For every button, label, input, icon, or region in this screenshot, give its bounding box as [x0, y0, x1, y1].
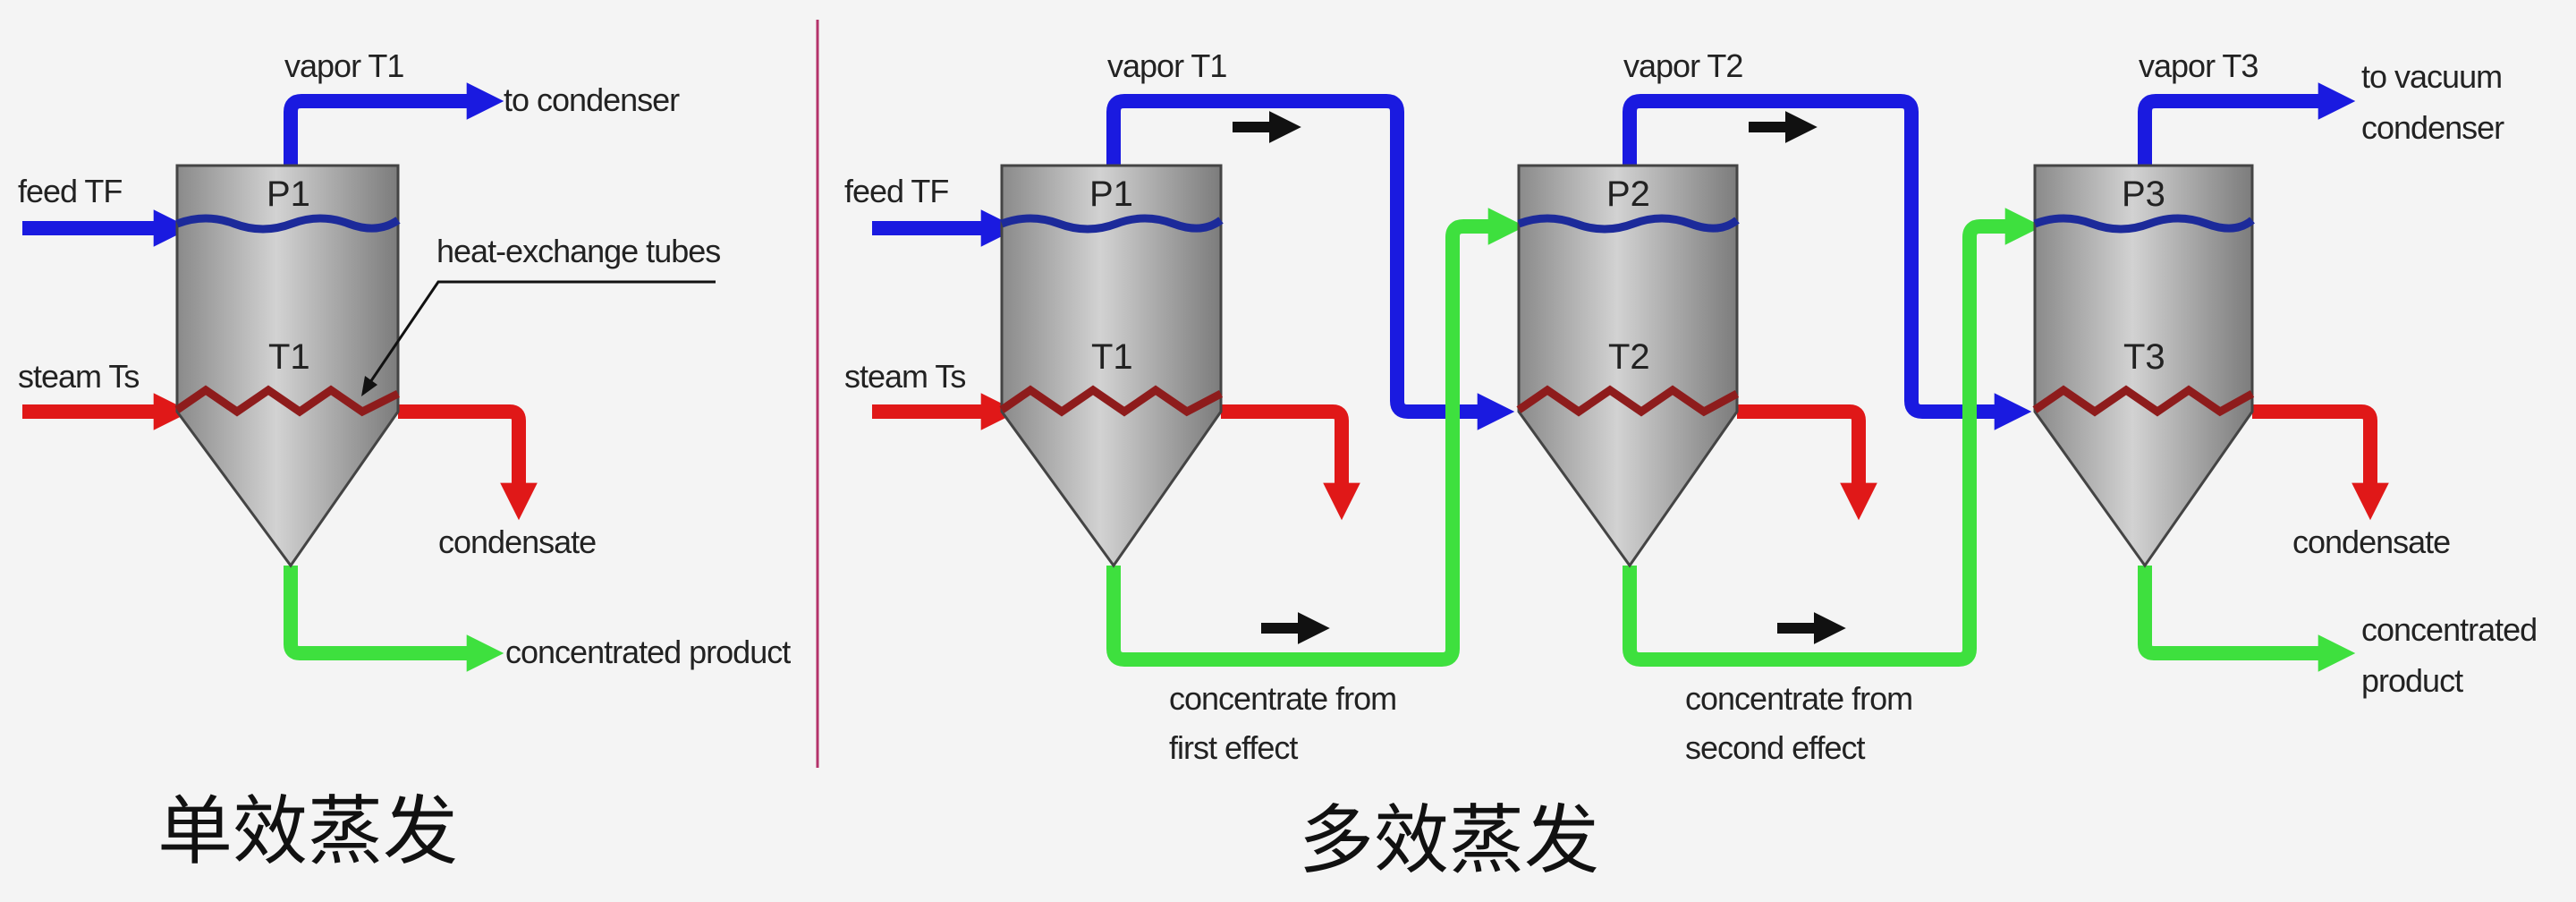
multi-condensate-label: condensate: [2292, 523, 2450, 560]
effect-1-pressure-label: P1: [1089, 174, 1133, 214]
multi-effect-evaporator: vapor T1 vapor T2 vapor T3 to vacuum con…: [844, 47, 2538, 766]
final-product-label-line1: concentrated: [2361, 611, 2537, 648]
heat-exchange-tubes: [174, 385, 401, 417]
product-outlet-pipe: [284, 566, 504, 672]
condensate-outlet-pipe: [398, 404, 538, 521]
condensate-3-pipe: [2252, 404, 2389, 521]
single-steam-label: steam Ts: [18, 358, 139, 395]
tubes-callout-line: [367, 280, 716, 386]
vapor-1-transfer-pipe: [1106, 94, 1515, 430]
effect-3-vapor-label: vapor T3: [2139, 47, 2258, 84]
vessel-body: [175, 164, 400, 568]
effect-2-pressure-label: P2: [1606, 174, 1650, 214]
vapor-3-outlet-pipe: [2138, 82, 2356, 166]
effect-1-vapor-label: vapor T1: [1107, 47, 1226, 84]
to-vacuum-label-line1: to vacuum: [2361, 58, 2502, 95]
effect-2-vapor-label: vapor T2: [1623, 47, 1742, 84]
condensate-2-pipe: [1737, 404, 1877, 521]
effect-3-temperature-label: T3: [2123, 337, 2165, 377]
final-product-label-line2: product: [2361, 662, 2463, 699]
effect-1-vessel: [999, 164, 1224, 568]
multi-effect-caption: 多效蒸发: [1299, 796, 1599, 884]
tubes-callout-label: heat-exchange tubes: [436, 233, 720, 269]
concentrate-1-label-line2: first effect: [1169, 729, 1298, 766]
concentrate-1-label-line1: concentrate from: [1169, 680, 1396, 717]
single-pressure-label: P1: [267, 174, 310, 214]
concentrate-1-transfer-pipe: [1106, 208, 1526, 667]
tubes-callout-arrowhead: [361, 376, 377, 396]
single-temperature-label: T1: [268, 337, 310, 377]
concentrate-2-label-line2: second effect: [1685, 729, 1865, 766]
single-product-label: concentrated product: [505, 634, 791, 670]
vapor-outlet-pipe: [284, 82, 504, 166]
effect-3-vessel: [2032, 164, 2255, 568]
effect-3-pressure-label: P3: [2122, 174, 2165, 214]
concentrate-2-transfer-pipe: [1623, 208, 2043, 667]
single-condensate-label: condensate: [438, 523, 596, 560]
single-effect-evaporator: vapor T1 to condenser feed TF steam Ts P…: [18, 47, 792, 672]
single-to-condenser-label: to condenser: [504, 81, 680, 118]
condensate-1-pipe: [1221, 404, 1360, 521]
effect-1-temperature-label: T1: [1091, 337, 1133, 377]
concentrate-2-label-line1: concentrate from: [1685, 680, 1912, 717]
single-feed-label: feed TF: [18, 173, 122, 209]
final-product-pipe: [2138, 566, 2356, 672]
multi-steam-label: steam Ts: [844, 358, 965, 395]
effect-2-vessel: [1516, 164, 1740, 568]
effect-2-temperature-label: T2: [1608, 337, 1650, 377]
single-effect-caption: 单效蒸发: [157, 787, 458, 875]
single-vapor-label: vapor T1: [284, 47, 403, 84]
vapor-2-transfer-pipe: [1623, 94, 2032, 430]
liquid-surface: [175, 214, 401, 234]
to-vacuum-label-line2: condenser: [2361, 109, 2504, 146]
multi-feed-label: feed TF: [844, 173, 948, 209]
